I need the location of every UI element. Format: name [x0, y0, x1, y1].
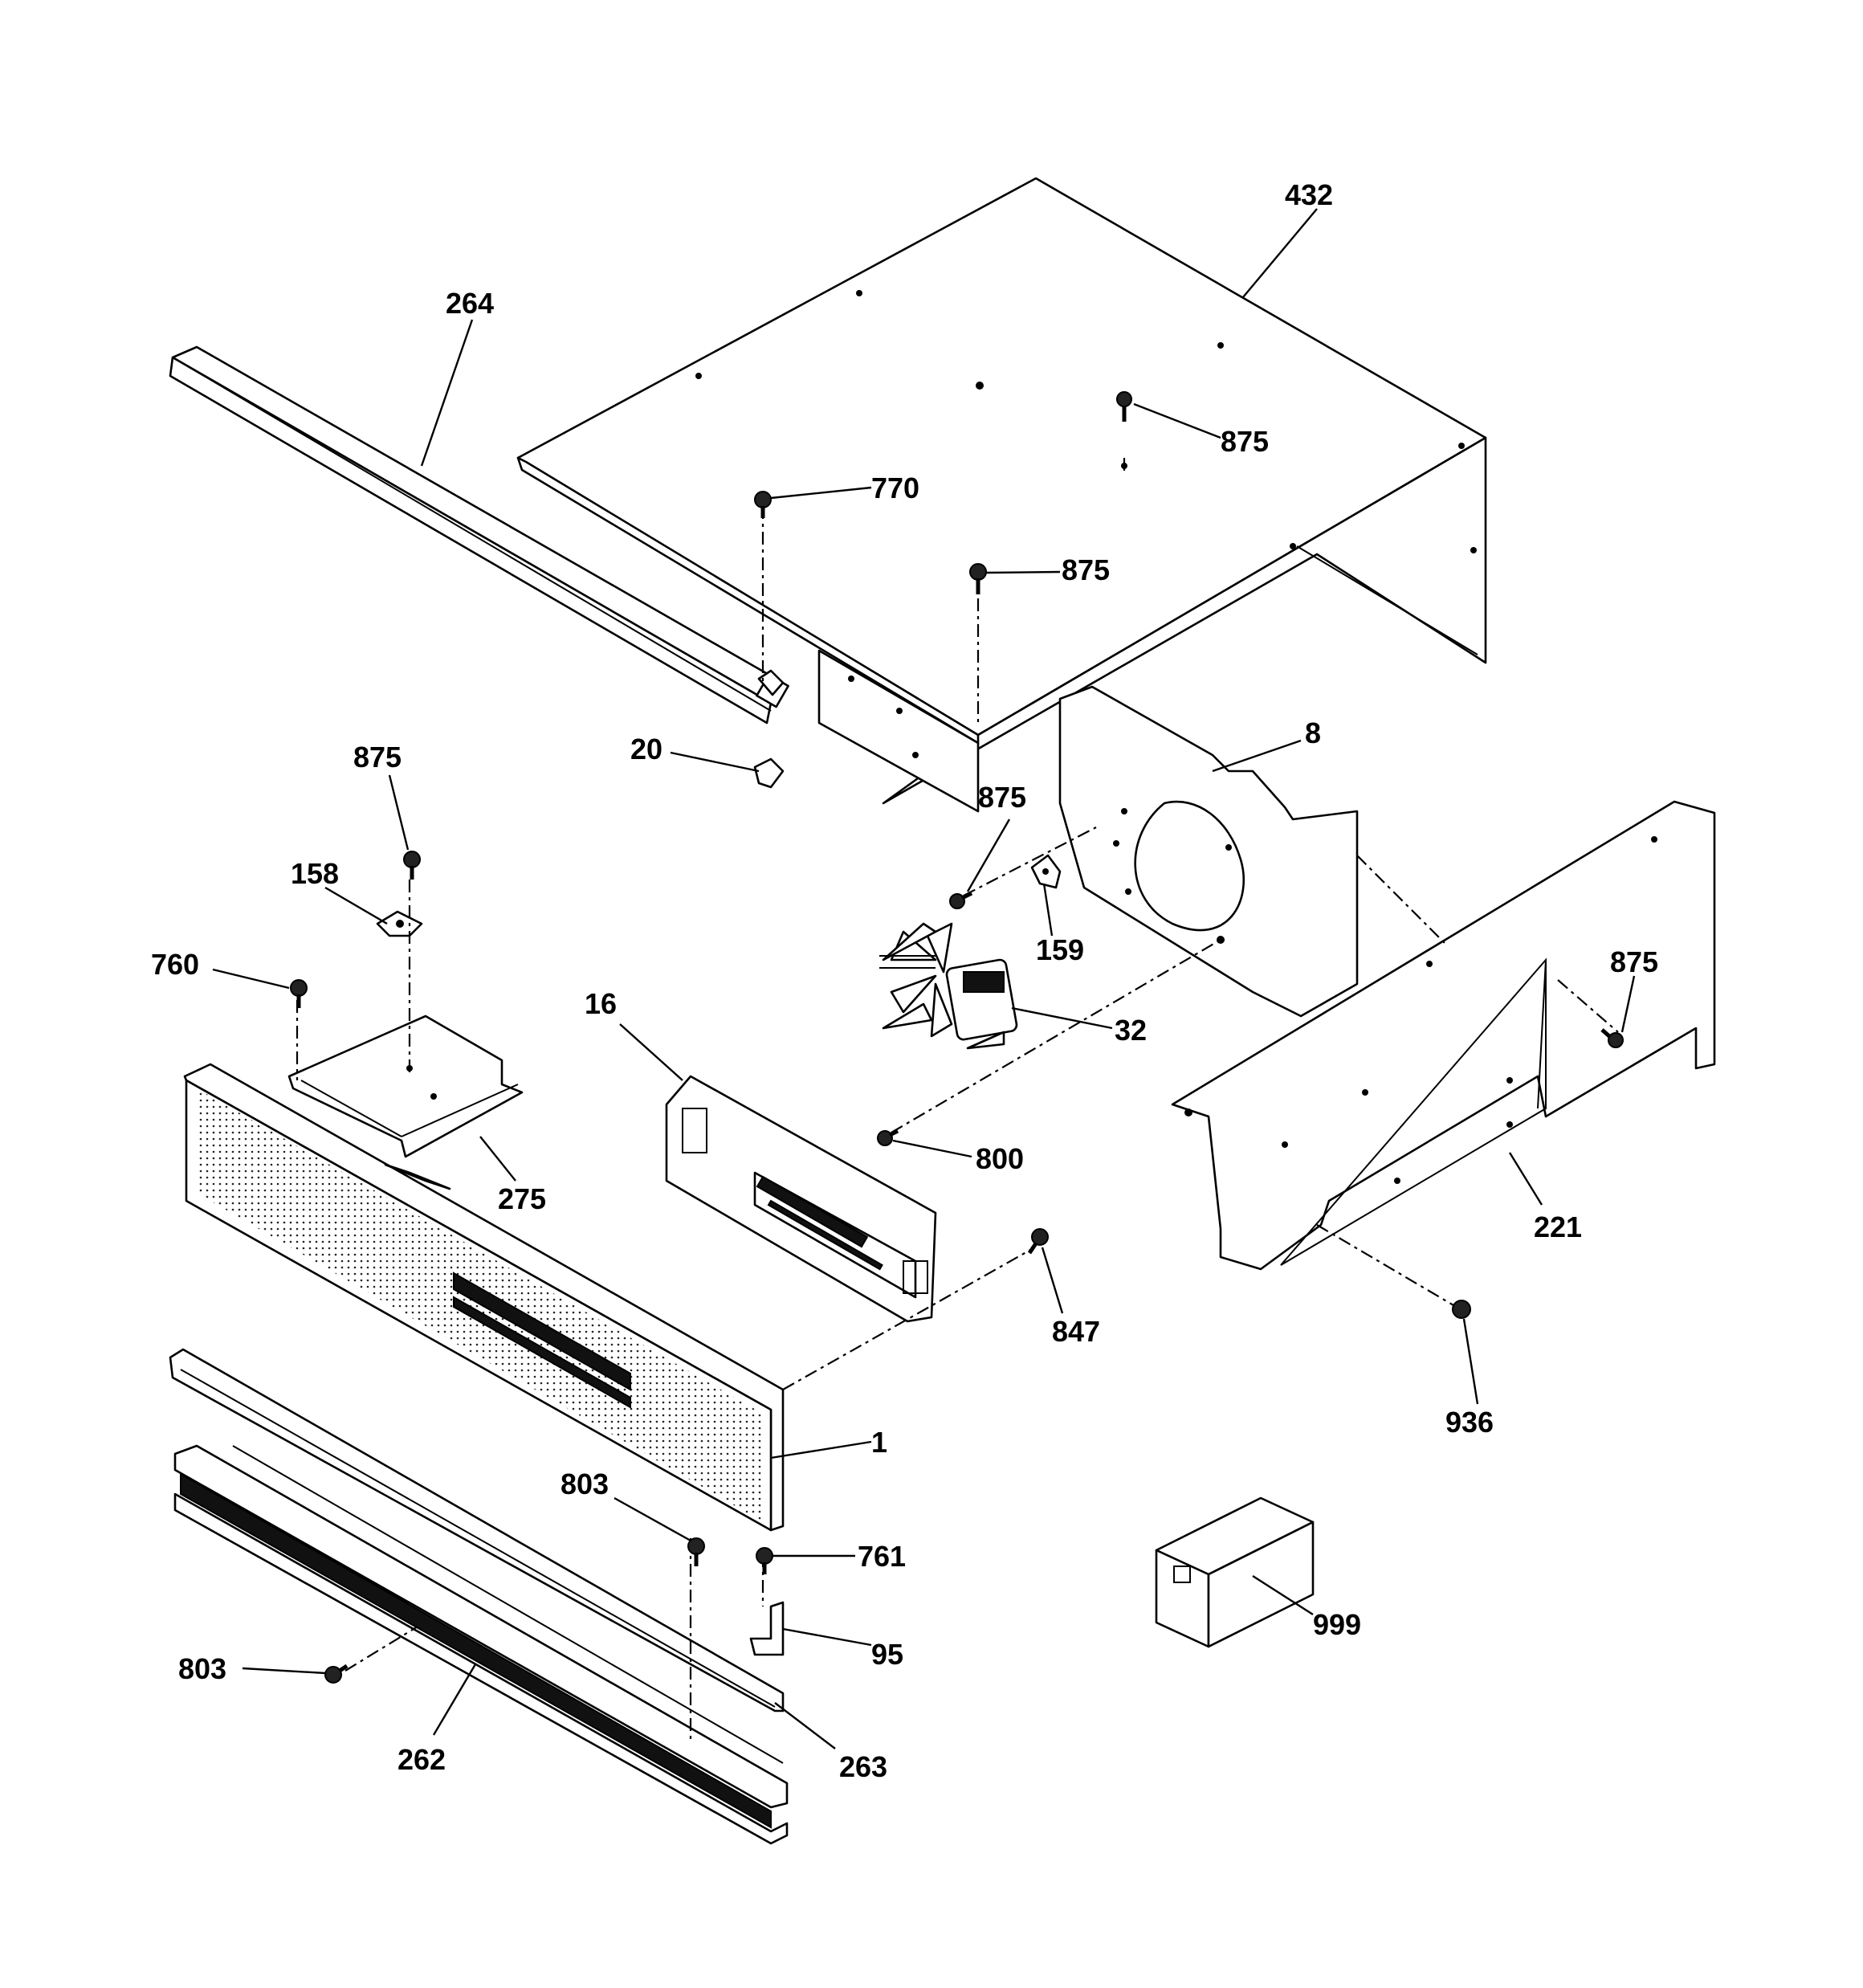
callout-264: 264	[446, 287, 494, 320]
callout-847: 847	[1052, 1315, 1100, 1348]
screw-875-221	[1600, 1028, 1624, 1048]
callout-875-221: 875	[1610, 945, 1658, 978]
part-158-clip	[376, 910, 423, 937]
screw-770	[754, 491, 772, 518]
leader-lines	[212, 208, 1636, 1749]
part-8-fan-panel	[1058, 685, 1359, 1018]
callout-432: 432	[1285, 178, 1333, 211]
callout-875-158: 875	[353, 741, 402, 774]
screw-760	[290, 979, 308, 1008]
callout-761: 761	[858, 1540, 906, 1573]
callout-760: 760	[151, 948, 199, 981]
part-262-vent-grille	[173, 1444, 789, 1845]
callout-32: 32	[1115, 1014, 1147, 1047]
part-20-hinge-clip	[753, 669, 785, 789]
screw-761	[756, 1547, 773, 1574]
nut-936	[1452, 1300, 1471, 1319]
callout-16: 16	[585, 987, 617, 1020]
callout-95: 95	[871, 1638, 903, 1671]
callout-803-upper: 803	[561, 1468, 609, 1500]
callout-999: 999	[1313, 1608, 1361, 1641]
screw-803-lower	[324, 1663, 349, 1684]
callout-1: 1	[871, 1426, 887, 1459]
screw-875-top	[1116, 391, 1132, 422]
screw-875-158	[403, 851, 421, 880]
assembly-lines	[296, 458, 1619, 1743]
callout-159: 159	[1036, 933, 1084, 966]
screw-800	[877, 1129, 899, 1146]
callout-800: 800	[976, 1142, 1024, 1175]
part-16-control-board	[665, 1075, 937, 1323]
inner-side-panel	[817, 649, 980, 813]
callout-263: 263	[839, 1750, 887, 1783]
callout-275: 275	[498, 1182, 546, 1215]
part-159-clip	[1030, 854, 1062, 889]
callout-158: 158	[291, 857, 339, 890]
screw-847	[1027, 1228, 1049, 1255]
callout-770: 770	[871, 471, 919, 504]
callout-221: 221	[1534, 1210, 1582, 1243]
screw-875-159	[949, 891, 973, 909]
part-221-side-bracket	[1171, 800, 1716, 1271]
part-432-top-cover	[516, 177, 1487, 805]
callout-803-lower: 803	[178, 1652, 226, 1685]
part-275-bracket	[287, 1014, 524, 1158]
callout-875-mid: 875	[1062, 553, 1110, 586]
callout-20: 20	[630, 733, 662, 765]
callout-labels: 432 264 875 770 875 8 20 875 875 158 159…	[151, 178, 1658, 1783]
callout-262: 262	[397, 1743, 446, 1776]
part-263-lower-trim	[169, 1348, 785, 1712]
callout-936: 936	[1445, 1406, 1494, 1439]
part-32-fan-motor	[879, 922, 1018, 1050]
screw-803-upper	[687, 1537, 705, 1566]
part-999-literature-box	[1155, 1496, 1315, 1648]
part-1-control-panel	[183, 1063, 785, 1532]
callout-875-159: 875	[978, 781, 1026, 814]
callout-875-top: 875	[1221, 425, 1269, 458]
part-95-bracket	[749, 1601, 785, 1656]
callout-8: 8	[1305, 716, 1321, 749]
screws	[290, 391, 1624, 1684]
